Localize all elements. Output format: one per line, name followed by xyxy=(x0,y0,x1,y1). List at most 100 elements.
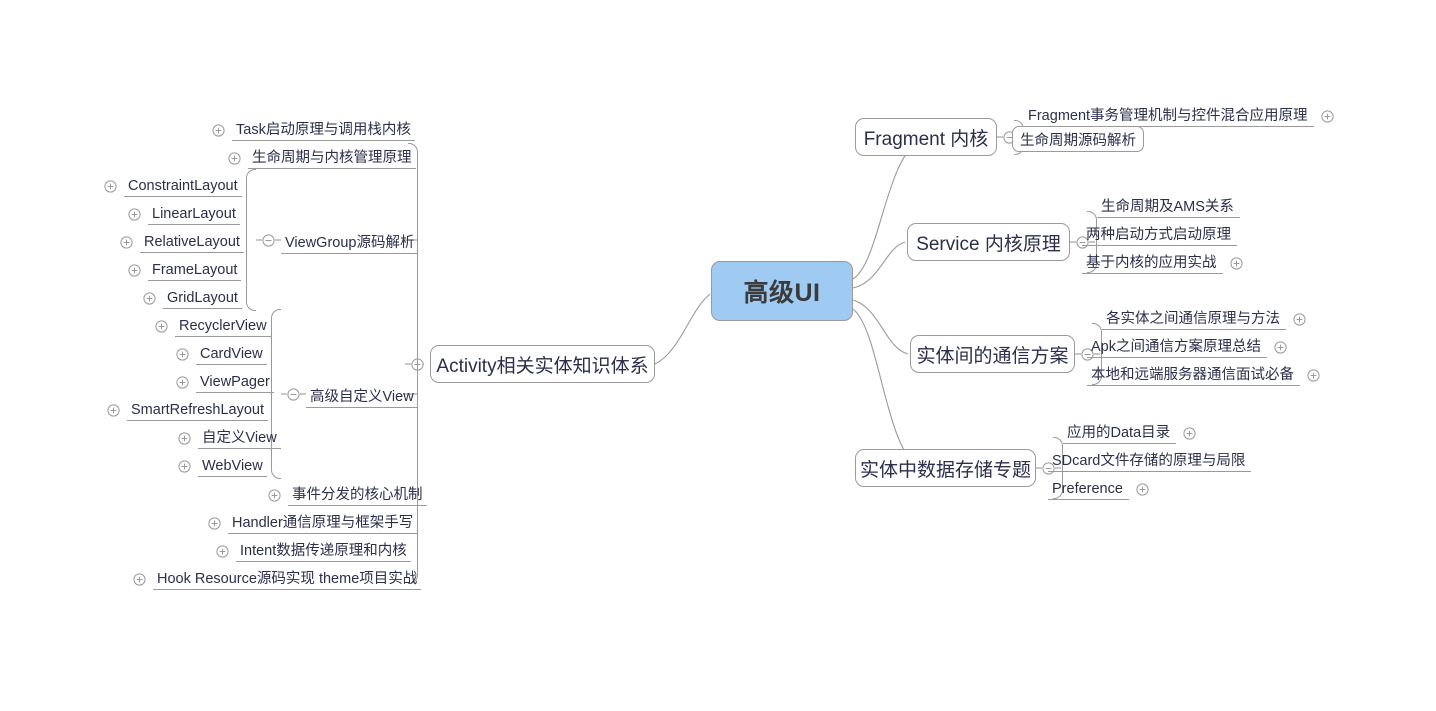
topic-label: SDcard文件存储的原理与局限 xyxy=(1048,453,1252,472)
branch-fragment[interactable]: Fragment 内核 xyxy=(855,118,997,156)
plus-circle-icon[interactable] xyxy=(120,236,133,249)
collapse-toggle-viewgroup[interactable] xyxy=(262,234,275,247)
topic-label: 各实体之间通信原理与方法 xyxy=(1102,311,1286,330)
topic-label: 生命周期及AMS关系 xyxy=(1097,199,1240,218)
topic-framelayout[interactable]: FrameLayout xyxy=(128,253,242,281)
root-node[interactable]: 高级UI xyxy=(711,261,853,321)
topic-service-kernel-practice[interactable]: 基于内核的应用实战 xyxy=(1082,246,1243,274)
topic-viewpager[interactable]: ViewPager xyxy=(176,365,274,393)
plus-circle-icon[interactable] xyxy=(1320,110,1334,123)
branch-data-storage[interactable]: 实体中数据存储专题 xyxy=(855,449,1036,487)
topic-label: Task启动原理与调用栈内核 xyxy=(232,122,415,141)
topic-label: FrameLayout xyxy=(148,262,242,281)
plus-circle-icon[interactable] xyxy=(176,376,189,389)
topic-gridlayout[interactable]: GridLayout xyxy=(143,281,242,309)
topic-preference[interactable]: Preference xyxy=(1048,472,1149,500)
topic-label: RelativeLayout xyxy=(140,234,244,253)
topic-label: GridLayout xyxy=(163,290,242,309)
topic-label: Fragment事务管理机制与控件混合应用原理 xyxy=(1024,108,1314,127)
topic-sdcard-storage[interactable]: SDcard文件存储的原理与局限 xyxy=(1048,444,1252,472)
topic-label: 生命周期与内核管理原理 xyxy=(248,150,416,169)
branch-entity-communication-label: 实体间的通信方案 xyxy=(916,345,1069,367)
plus-circle-icon[interactable] xyxy=(155,320,168,333)
topic-webview[interactable]: WebView xyxy=(178,449,267,477)
plus-circle-icon[interactable] xyxy=(1274,341,1287,354)
plus-circle-icon[interactable] xyxy=(216,545,229,558)
branch-activity-label: Activity相关实体知识体系 xyxy=(436,355,649,377)
plus-circle-icon[interactable] xyxy=(1183,427,1196,440)
topic-linearlayout[interactable]: LinearLayout xyxy=(128,197,240,225)
root-label: 高级UI xyxy=(743,279,821,307)
plus-circle-icon[interactable] xyxy=(1136,483,1149,496)
plus-circle-icon[interactable] xyxy=(178,460,191,473)
topic-label: 生命周期源码解析 xyxy=(1020,132,1136,149)
branch-data-storage-label: 实体中数据存储专题 xyxy=(860,459,1032,481)
topic-label: 自定义View xyxy=(198,430,281,449)
topic-service-lifecycle-ams[interactable]: 生命周期及AMS关系 xyxy=(1097,190,1240,218)
plus-circle-icon[interactable] xyxy=(268,489,281,502)
topic-label: Handler通信原理与框架手写 xyxy=(228,515,418,534)
topic-service-start-modes[interactable]: 两种启动方式启动原理 xyxy=(1082,218,1237,246)
topic-label: 应用的Data目录 xyxy=(1063,425,1177,444)
topic-fragment-transaction[interactable]: Fragment事务管理机制与控件混合应用原理 xyxy=(1024,99,1334,127)
topic-intent-data[interactable]: Intent数据传递原理和内核 xyxy=(216,534,411,562)
plus-circle-icon[interactable] xyxy=(128,208,141,221)
branch-activity[interactable]: Activity相关实体知识体系 xyxy=(430,345,655,383)
plus-circle-icon[interactable] xyxy=(176,348,189,361)
topic-inter-entity-principles[interactable]: 各实体之间通信原理与方法 xyxy=(1102,302,1306,330)
topic-smartrefreshlayout[interactable]: SmartRefreshLayout xyxy=(107,393,268,421)
topic-label: Apk之间通信方案原理总结 xyxy=(1087,339,1267,358)
topic-event-dispatch[interactable]: 事件分发的核心机制 xyxy=(268,478,427,506)
topic-label: ConstraintLayout xyxy=(124,178,242,197)
topic-handler[interactable]: Handler通信原理与框架手写 xyxy=(208,506,418,534)
topic-label: RecyclerView xyxy=(175,318,271,337)
topic-label: ViewPager xyxy=(196,374,274,393)
topic-label: LinearLayout xyxy=(148,206,240,225)
topic-label: Preference xyxy=(1048,481,1129,500)
plus-circle-icon[interactable] xyxy=(133,573,146,586)
plus-circle-icon[interactable] xyxy=(1293,313,1306,326)
topic-fragment-lifecycle[interactable]: 生命周期源码解析 xyxy=(1012,126,1144,152)
topic-label: SmartRefreshLayout xyxy=(127,402,268,421)
topic-local-remote-server[interactable]: 本地和远端服务器通信面试必备 xyxy=(1087,358,1320,386)
topic-lifecycle-kernel-mgmt[interactable]: 生命周期与内核管理原理 xyxy=(228,141,416,169)
plus-circle-icon[interactable] xyxy=(143,292,156,305)
topic-label: WebView xyxy=(198,458,267,477)
plus-circle-icon[interactable] xyxy=(212,124,225,137)
topic-recyclerview[interactable]: RecyclerView xyxy=(155,309,271,337)
topic-label: 本地和远端服务器通信面试必备 xyxy=(1087,367,1300,386)
topic-label: ViewGroup源码解析 xyxy=(281,235,419,254)
topic-advanced-custom-view[interactable]: 高级自定义View xyxy=(306,380,418,408)
plus-circle-icon[interactable] xyxy=(1229,257,1243,270)
bracket-advanced-custom-view-children xyxy=(271,309,281,479)
plus-circle-icon[interactable] xyxy=(208,517,221,530)
plus-circle-icon[interactable] xyxy=(104,180,117,193)
plus-circle-icon[interactable] xyxy=(107,404,120,417)
plus-circle-icon[interactable] xyxy=(1307,369,1320,382)
branch-entity-communication[interactable]: 实体间的通信方案 xyxy=(910,335,1075,373)
branch-fragment-label: Fragment 内核 xyxy=(863,128,989,150)
topic-constraintlayout[interactable]: ConstraintLayout xyxy=(104,169,242,197)
plus-circle-icon[interactable] xyxy=(128,264,141,277)
plus-circle-icon[interactable] xyxy=(178,432,191,445)
topic-label: 两种启动方式启动原理 xyxy=(1082,227,1237,246)
topic-label: 事件分发的核心机制 xyxy=(288,487,427,506)
topic-apk-communication[interactable]: Apk之间通信方案原理总结 xyxy=(1087,330,1287,358)
plus-circle-icon[interactable] xyxy=(228,152,241,165)
topic-custom-view[interactable]: 自定义View xyxy=(178,421,281,449)
topic-cardview[interactable]: CardView xyxy=(176,337,267,365)
topic-hook-resource[interactable]: Hook Resource源码实现 theme项目实战 xyxy=(133,562,422,590)
topic-label: CardView xyxy=(196,346,267,365)
topic-label: Intent数据传递原理和内核 xyxy=(236,543,411,562)
branch-service-label: Service 内核原理 xyxy=(916,233,1061,255)
collapse-toggle-advanced-custom-view[interactable] xyxy=(287,388,300,401)
topic-viewgroup-source[interactable]: ViewGroup源码解析 xyxy=(281,226,419,254)
topic-relativelayout[interactable]: RelativeLayout xyxy=(120,225,244,253)
topic-label: 基于内核的应用实战 xyxy=(1082,255,1223,274)
topic-app-data-dir[interactable]: 应用的Data目录 xyxy=(1063,416,1196,444)
topic-task-launch[interactable]: Task启动原理与调用栈内核 xyxy=(212,113,415,141)
branch-service[interactable]: Service 内核原理 xyxy=(907,223,1070,261)
bracket-viewgroup-children xyxy=(246,169,256,311)
topic-label: Hook Resource源码实现 theme项目实战 xyxy=(153,571,422,590)
